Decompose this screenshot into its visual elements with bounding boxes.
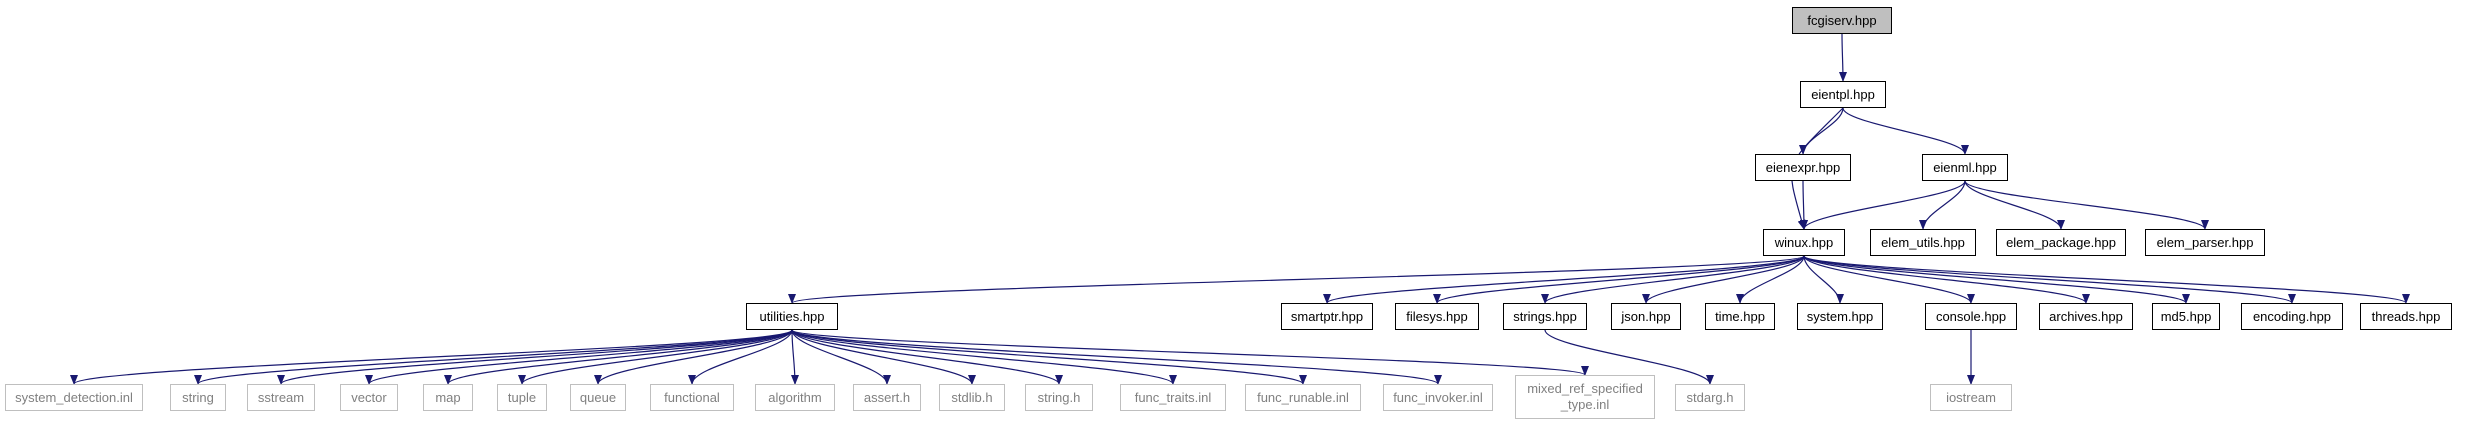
node-iostream: iostream xyxy=(1930,384,2012,411)
edge-utilities-to-string xyxy=(194,329,793,385)
node-func-invoker-inl: func_invoker.inl xyxy=(1383,384,1493,411)
node-string: string xyxy=(170,384,226,411)
edge-utilities-to-func_runable xyxy=(791,329,1307,385)
edge-eientpl-to-eienml xyxy=(1842,107,1969,155)
node-archives-hpp[interactable]: archives.hpp xyxy=(2039,303,2133,330)
edge-eienml-to-elem_parser xyxy=(1964,180,2209,230)
node-encoding-hpp[interactable]: encoding.hpp xyxy=(2241,303,2343,330)
edge-fcgiserv-to-eientpl xyxy=(1838,33,1847,82)
edge-winux-to-md5 xyxy=(1803,255,2190,304)
edge-winux-to-console xyxy=(1803,255,1975,304)
edge-utilities-to-mixed_ref xyxy=(791,329,1589,376)
node-smartptr-hpp[interactable]: smartptr.hpp xyxy=(1281,303,1373,330)
edge-eienexpr-to-winux xyxy=(1799,180,1808,230)
node-threads-hpp[interactable]: threads.hpp xyxy=(2360,303,2452,330)
edge-winux-to-encoding xyxy=(1803,255,2296,304)
edge-eienml-to-elem_utils xyxy=(1919,180,1966,230)
node-string-h: string.h xyxy=(1025,384,1093,411)
node-elem-parser-hpp[interactable]: elem_parser.hpp xyxy=(2145,229,2265,256)
edge-utilities-to-vector xyxy=(365,329,793,385)
node-map: map xyxy=(423,384,473,411)
edge-winux-to-utilities xyxy=(788,255,1805,304)
edge-utilities-to-stdlib_h xyxy=(791,329,976,385)
node-console-hpp[interactable]: console.hpp xyxy=(1925,303,2017,330)
node-mixed-ref-line-1: mixed_ref_specified xyxy=(1527,381,1643,396)
edge-utilities-to-string_h xyxy=(791,329,1063,385)
edge-utilities-to-sstream xyxy=(277,329,793,385)
node-strings-hpp[interactable]: strings.hpp xyxy=(1503,303,1587,330)
edge-winux-to-time xyxy=(1736,255,1805,304)
node-stdlib-h: stdlib.h xyxy=(939,384,1005,411)
edge-winux-to-system xyxy=(1803,255,1844,304)
node-mixed-ref-line-2: _type.inl xyxy=(1560,397,1610,412)
edge-strings-to-stdarg_h xyxy=(1544,329,1714,385)
node-tuple: tuple xyxy=(497,384,547,411)
node-winux-hpp[interactable]: winux.hpp xyxy=(1763,229,1845,256)
node-vector: vector xyxy=(340,384,398,411)
edge-utilities-to-system_detection xyxy=(70,329,793,385)
edge-utilities-to-tuple xyxy=(518,329,793,385)
node-time-hpp[interactable]: time.hpp xyxy=(1705,303,1775,330)
node-filesys-hpp[interactable]: filesys.hpp xyxy=(1395,303,1479,330)
edge-utilities-to-algorithm xyxy=(790,329,799,385)
node-eienml-hpp[interactable]: eienml.hpp xyxy=(1922,154,2008,181)
node-elem-package-hpp[interactable]: elem_package.hpp xyxy=(1996,229,2126,256)
node-func-traits-inl: func_traits.inl xyxy=(1120,384,1226,411)
edge-eienml-to-winux xyxy=(1800,180,1966,230)
edge-utilities-to-map xyxy=(444,329,793,385)
edge-winux-to-threads xyxy=(1803,255,2410,304)
edge-eientpl-to-eienexpr xyxy=(1799,107,1844,155)
node-functional: functional xyxy=(650,384,734,411)
edge-winux-to-smartptr xyxy=(1323,255,1805,304)
node-utilities-hpp[interactable]: utilities.hpp xyxy=(746,303,838,330)
node-eienexpr-hpp[interactable]: eienexpr.hpp xyxy=(1755,154,1851,181)
edge-winux-to-archives xyxy=(1803,255,2090,304)
node-assert-h: assert.h xyxy=(853,384,921,411)
node-system-hpp[interactable]: system.hpp xyxy=(1797,303,1883,330)
edge-utilities-to-func_invoker xyxy=(791,329,1442,385)
edge-utilities-to-func_traits xyxy=(791,329,1177,385)
edge-winux-to-strings xyxy=(1541,255,1805,304)
node-eientpl-hpp[interactable]: eientpl.hpp xyxy=(1800,81,1886,108)
node-md5-hpp[interactable]: md5.hpp xyxy=(2152,303,2220,330)
node-json-hpp[interactable]: json.hpp xyxy=(1611,303,1681,330)
edge-eienml-to-elem_package xyxy=(1964,180,2065,230)
edge-utilities-to-functional xyxy=(688,329,793,385)
node-mixed-ref-specified-type-inl: mixed_ref_specified _type.inl xyxy=(1515,375,1655,419)
node-queue: queue xyxy=(570,384,626,411)
node-system-detection-inl: system_detection.inl xyxy=(5,384,143,411)
node-stdarg-h: stdarg.h xyxy=(1675,384,1745,411)
edge-winux-to-filesys xyxy=(1433,255,1805,304)
edge-winux-to-json xyxy=(1642,255,1805,304)
node-func-runable-inl: func_runable.inl xyxy=(1245,384,1361,411)
node-algorithm: algorithm xyxy=(755,384,835,411)
edge-utilities-to-assert_h xyxy=(791,329,891,385)
node-elem-utils-hpp[interactable]: elem_utils.hpp xyxy=(1870,229,1976,256)
node-fcgiserv-hpp[interactable]: fcgiserv.hpp xyxy=(1792,7,1892,34)
edge-utilities-to-queue xyxy=(594,329,793,385)
node-sstream: sstream xyxy=(247,384,315,411)
dependency-edges xyxy=(70,33,2410,385)
